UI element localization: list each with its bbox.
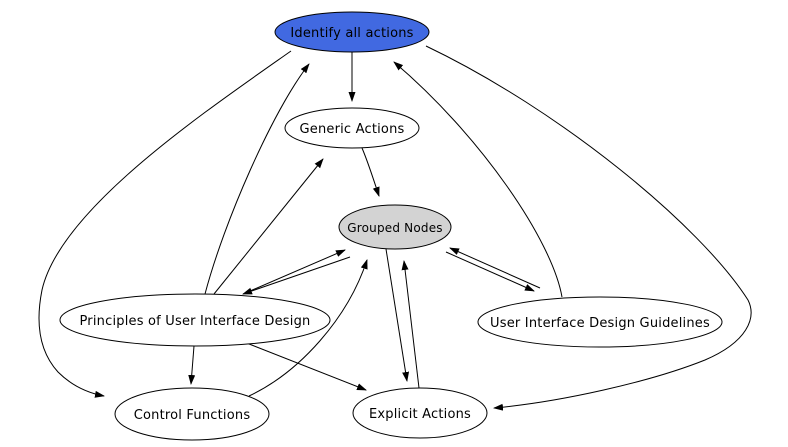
node-ellipse: [274, 11, 430, 53]
edge-principles-to-control: [188, 345, 196, 385]
node-label: Control Functions: [134, 408, 251, 423]
node-ellipse: [114, 387, 270, 441]
node-label: Generic Actions: [299, 122, 404, 137]
node-explicit-actions: Explicit Actions: [352, 387, 488, 439]
edge-explicit-to-grouped: [401, 260, 420, 389]
node-control-functions: Control Functions: [114, 387, 270, 441]
edge-guidelines-to-grouped: [449, 247, 541, 289]
node-ellipse: [59, 293, 331, 347]
node-identify-all-actions: Identify all actions: [274, 11, 430, 53]
node-generic-actions: Generic Actions: [284, 107, 420, 149]
node-ellipse: [284, 107, 420, 149]
edge-identify-to-explicit: [425, 45, 752, 411]
edge-principles-to-explicit: [243, 341, 367, 391]
edge-principles-to-identify: [204, 63, 310, 295]
edge-guidelines-to-identify: [393, 61, 563, 298]
edge-grouped-to-explicit: [385, 248, 410, 382]
node-label: Identify all actions: [290, 26, 413, 41]
node-layer: Identify all actions Generic Actions Gro…: [59, 11, 723, 441]
node-user-interface-design-guidelines: User Interface Design Guidelines: [477, 296, 723, 348]
edge-principles-to-generic: [213, 158, 324, 295]
node-grouped-nodes: Grouped Nodes: [338, 204, 452, 250]
node-label: Grouped Nodes: [347, 221, 443, 235]
edge-grouped-to-principles: [242, 256, 351, 295]
node-label: Explicit Actions: [369, 407, 471, 422]
node-label: Principles of User Interface Design: [80, 314, 311, 329]
node-label: User Interface Design Guidelines: [490, 316, 710, 331]
edge-generic-to-grouped: [361, 147, 380, 197]
node-ellipse: [477, 296, 723, 348]
edge-principles-to-grouped: [249, 249, 346, 292]
node-principles-of-user-interface-design: Principles of User Interface Design: [59, 293, 331, 347]
edge-grouped-to-guidelines: [445, 251, 535, 292]
edge-control-to-grouped: [248, 259, 368, 397]
node-ellipse: [338, 204, 452, 250]
edge-identify-to-control: [38, 50, 292, 398]
edge-layer: [38, 45, 752, 411]
node-ellipse: [352, 387, 488, 439]
